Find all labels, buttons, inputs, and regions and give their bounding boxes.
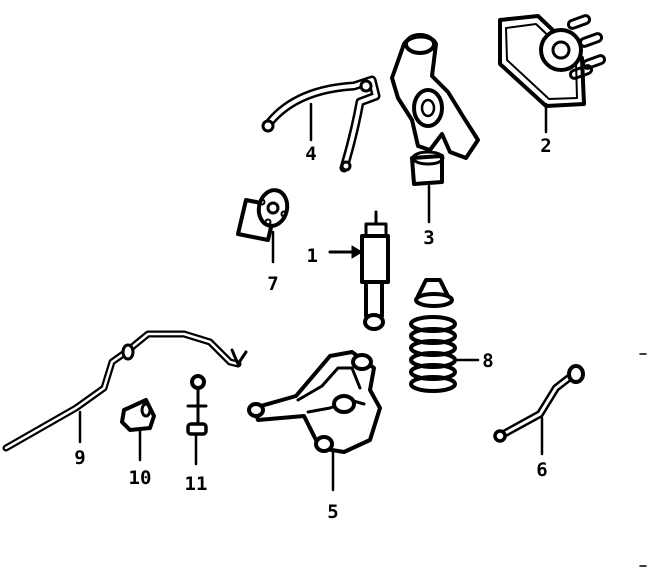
part-8-coil-spring <box>409 278 480 393</box>
part-11-stabilizer-link <box>186 374 208 466</box>
part-5-lower-control-arm <box>247 350 382 492</box>
callout-11: 11 <box>185 473 208 495</box>
callout-4: 4 <box>305 143 316 165</box>
part-7-bushing <box>236 188 290 264</box>
part-4-upper-control-arm <box>261 75 381 173</box>
callout-8: 8 <box>482 350 493 372</box>
part-2-hub-bearing <box>498 14 607 134</box>
callout-5: 5 <box>327 501 338 523</box>
part-9-stabilizer-bar <box>2 330 248 452</box>
part-3-knuckle <box>390 33 480 224</box>
part-10-bar-bushing <box>120 398 156 462</box>
callout-6: 6 <box>536 459 547 481</box>
part-6-trailing-link <box>493 364 585 456</box>
callout-3: 3 <box>423 227 434 249</box>
callout-2: 2 <box>540 135 551 157</box>
part-1-shock-absorber <box>328 210 390 331</box>
callout-7: 7 <box>267 273 278 295</box>
callout-1: 1 <box>307 245 318 267</box>
callout-10: 10 <box>129 467 152 489</box>
callout-9: 9 <box>74 447 85 469</box>
